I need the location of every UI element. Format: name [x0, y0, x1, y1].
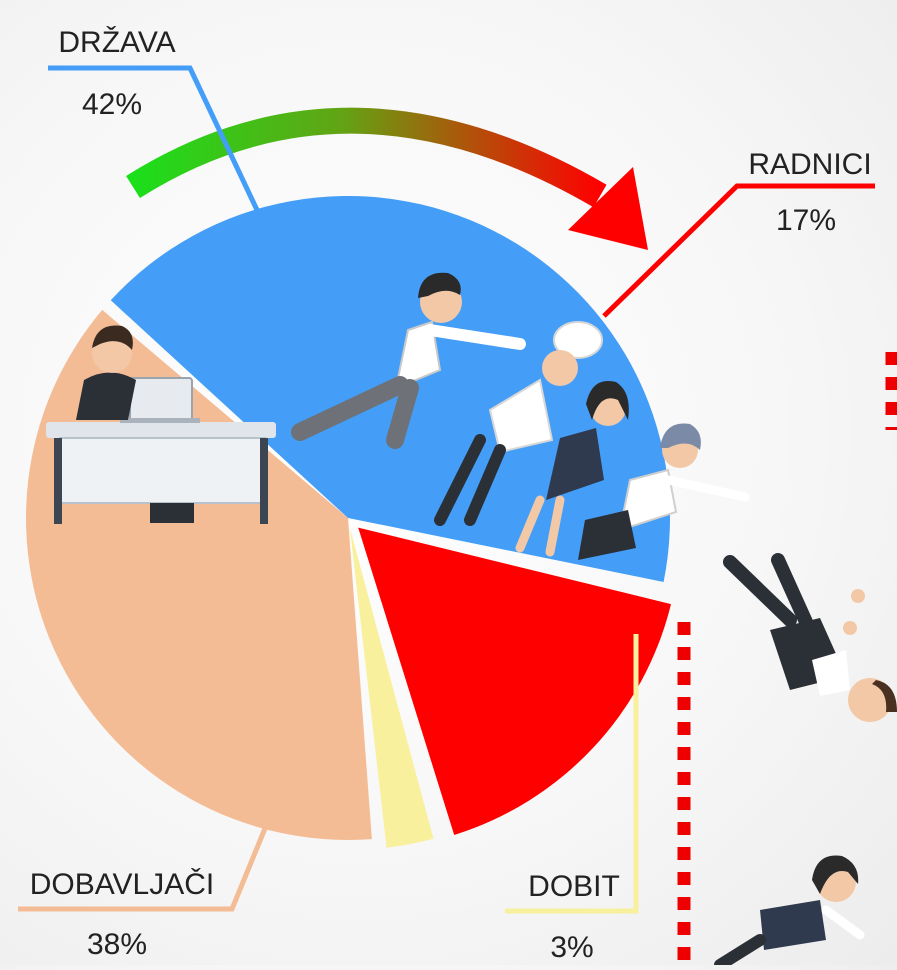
value-radnici: 17%	[776, 204, 836, 237]
pushing-man-illustration	[291, 272, 526, 449]
desk-top	[46, 422, 276, 438]
leader-lines	[18, 65, 875, 914]
falling-man-illustration	[723, 553, 897, 722]
chef-hat	[553, 321, 603, 359]
woman-arm	[663, 475, 750, 502]
laptop-base	[120, 418, 200, 423]
woman-skirt	[578, 510, 636, 560]
leader-line-drzava	[48, 65, 260, 212]
slice-dobit	[349, 527, 434, 848]
woman-hair	[660, 423, 701, 450]
chef-head	[542, 350, 578, 386]
pushing-man-arm	[424, 324, 526, 350]
dashed-drop-lines	[677, 352, 897, 965]
falling-man-hand-b	[843, 621, 857, 635]
crawling-woman-arm	[821, 905, 865, 940]
leader-line-radnici	[602, 183, 875, 318]
crawling-woman-leg	[714, 934, 766, 970]
slice-radnici	[358, 527, 671, 835]
leader-line-dobavljaci	[18, 825, 269, 912]
transfer-arrow-head	[568, 167, 648, 250]
chef-legs	[434, 434, 506, 526]
pie-slices	[25, 195, 671, 848]
chef-body	[488, 378, 554, 454]
crawling-woman-body	[760, 900, 826, 950]
workers-illustration	[434, 321, 750, 560]
slice-labels: DRŽAVA 42% RADNICI 17% DOBIT 3% DOBAVLJA…	[30, 26, 872, 964]
laptop	[129, 377, 193, 421]
waitress-hair	[586, 380, 629, 420]
crawling-woman-hair	[812, 855, 859, 894]
label-dobavljaci: DOBAVLJAČI	[30, 867, 215, 901]
falling-man-hair	[872, 680, 897, 712]
label-dobit: DOBIT	[528, 870, 620, 903]
falling-man-shirt	[812, 650, 850, 696]
pushing-man-torso	[394, 320, 442, 390]
falling-man-legs	[723, 553, 813, 629]
falling-man-hand-a	[851, 589, 865, 603]
desk-panel	[59, 437, 266, 504]
transfer-arrow-shaft	[126, 107, 607, 208]
leader-line-dobit	[505, 634, 639, 914]
seated-man-body	[76, 372, 136, 420]
pushing-man-hair	[418, 272, 461, 298]
desk-leg-left	[54, 438, 62, 524]
value-dobit: 3%	[550, 931, 593, 964]
seated-man-legs	[150, 503, 194, 523]
pushing-man-legs	[291, 376, 419, 449]
value-dobavljaci: 38%	[87, 928, 147, 961]
waitress-body	[546, 428, 604, 500]
label-drzava: DRŽAVA	[58, 26, 175, 59]
transfer-arrow	[126, 107, 648, 250]
crawling-woman-illustration	[714, 855, 865, 970]
label-radnici: RADNICI	[748, 148, 871, 181]
seated-man-hair	[92, 325, 133, 350]
desk-illustration	[46, 325, 276, 524]
value-drzava: 42%	[82, 88, 142, 121]
waitress-legs	[515, 495, 565, 557]
desk-leg-right	[260, 438, 268, 524]
